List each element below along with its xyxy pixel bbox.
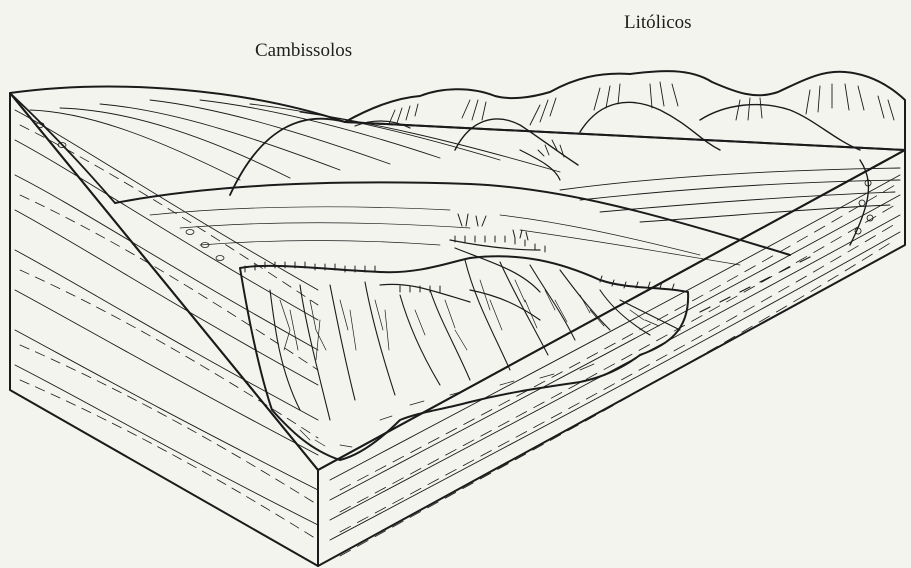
label-cambissolos: Cambissolos bbox=[255, 40, 352, 62]
label-litolicos: Litólicos bbox=[624, 12, 692, 34]
